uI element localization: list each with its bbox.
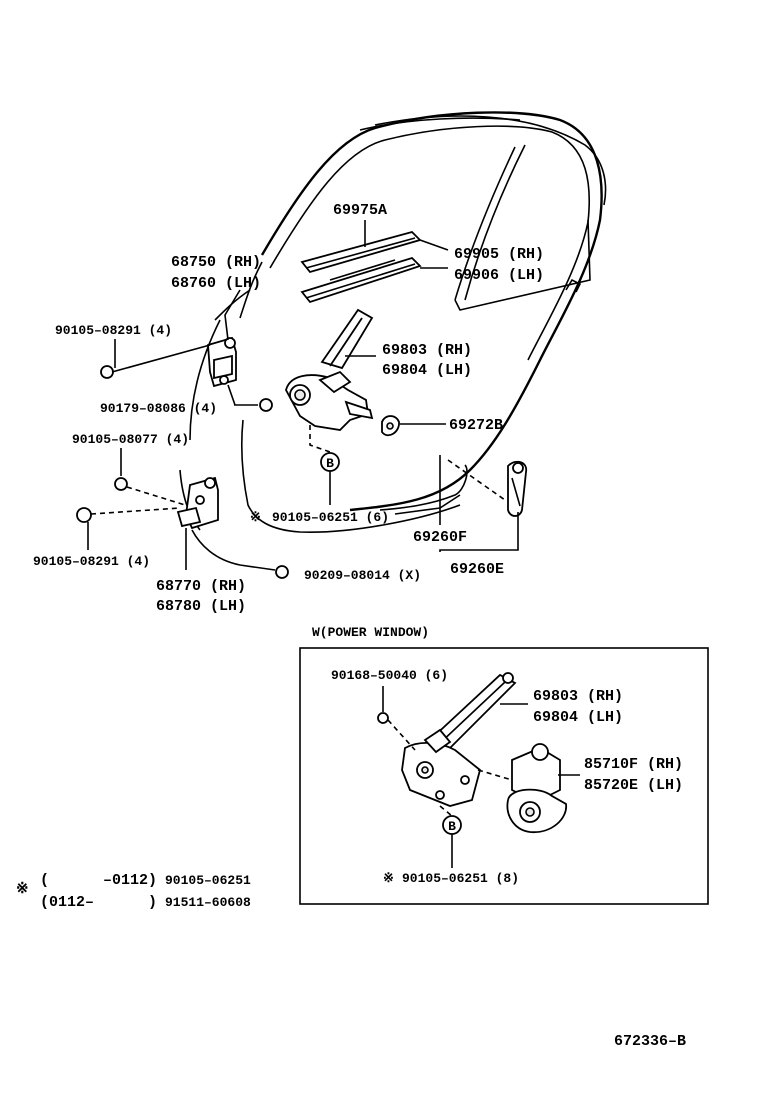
leader-lines-top (87, 220, 519, 571)
reference-b-top: B (320, 452, 340, 472)
label-69804-box: 69804 (LH) (533, 709, 623, 726)
label-90168-50040: 90168–50040 (6) (331, 668, 448, 683)
window-motor (506, 743, 567, 833)
window-regulator-top (285, 308, 374, 431)
footnote: ※ ( –0112) 90105–06251 (0112– ) 91511–60… (16, 872, 251, 911)
ref-mark-top: ※ (250, 510, 261, 525)
nut-90179-08086 (259, 398, 273, 412)
label-90105-08291-bottom: 90105–08291 (4) (33, 554, 150, 569)
bolt-90105-08077 (114, 477, 128, 491)
label-90105-08291-top: 90105–08291 (4) (55, 323, 172, 338)
plug-90209-08014 (275, 565, 289, 579)
b-circle-box-label: B (448, 819, 456, 834)
label-69905: 69905 (RH) (454, 246, 544, 263)
label-69804-top: 69804 (LH) (382, 362, 472, 379)
label-69975a: 69975A (333, 202, 387, 219)
label-69260f: 69260F (413, 529, 467, 546)
footnote-row2-range: (0112– ) (40, 894, 157, 911)
glass-run-channels (300, 230, 422, 304)
footnote-row2-part: 91511–60608 (165, 895, 251, 910)
label-85720e: 85720E (LH) (584, 777, 683, 794)
bolt-90168-50040 (377, 712, 389, 724)
window-handle (507, 460, 528, 517)
b-circle-top-label: B (326, 456, 334, 471)
footnote-mark: ※ (16, 881, 29, 898)
bolt-90105-08291-top (100, 365, 114, 379)
label-90179-08086: 90179–08086 (4) (100, 401, 217, 416)
label-90209-08014: 90209–08014 (X) (304, 568, 421, 583)
figure-id: 672336–B (614, 1033, 686, 1050)
door-outline (179, 111, 607, 533)
lower-hinge (176, 476, 219, 530)
label-85710f: 85710F (RH) (584, 756, 683, 773)
power-window-box (299, 647, 709, 905)
label-90105-06251-8: 90105–06251 (8) (402, 871, 519, 886)
footnote-row1-part: 90105–06251 (165, 873, 251, 888)
label-90105-08077: 90105–08077 (4) (72, 432, 189, 447)
label-69260e: 69260E (450, 561, 504, 578)
leader-lines-box (382, 686, 580, 868)
label-power-window: W(POWER WINDOW) (312, 625, 429, 640)
label-68780: 68780 (LH) (156, 598, 246, 615)
upper-hinge (207, 336, 237, 388)
label-69803-box: 69803 (RH) (533, 688, 623, 705)
ref-mark-box: ※ (383, 871, 394, 886)
label-68760: 68760 (LH) (171, 275, 261, 292)
reference-b-box: B (442, 815, 462, 835)
label-69906: 69906 (LH) (454, 267, 544, 284)
label-69803-top: 69803 (RH) (382, 342, 472, 359)
label-68750: 68750 (RH) (171, 254, 261, 271)
label-90105-06251-6: 90105–06251 (6) (272, 510, 389, 525)
bolt-90105-08291-bottom (76, 507, 92, 523)
label-69272b: 69272B (449, 417, 503, 434)
label-68770: 68770 (RH) (156, 578, 246, 595)
power-window-regulator (401, 672, 517, 807)
footnote-row1-range: ( –0112) (40, 872, 157, 889)
